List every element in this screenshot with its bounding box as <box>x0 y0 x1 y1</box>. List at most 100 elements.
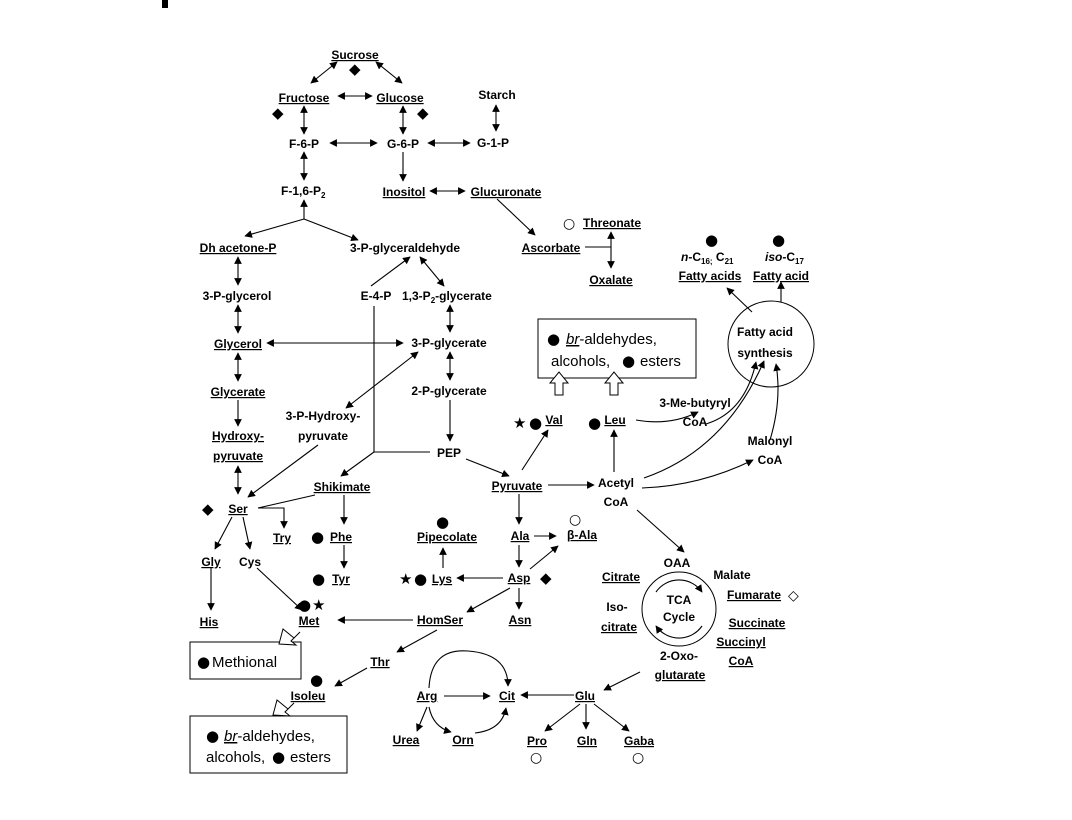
box-br-top-esters: esters <box>640 353 681 370</box>
node-dhap: Dh acetone-P <box>200 241 277 255</box>
edge-glu-pro <box>544 703 581 732</box>
node-isoleu: Isoleu <box>291 689 326 703</box>
edge-e4p-g3pald <box>370 256 411 287</box>
node-ser: Ser <box>228 502 248 516</box>
node-gly: Gly <box>201 555 221 569</box>
marker-br-bot-dot: ● <box>206 727 219 745</box>
node-glu: Glu <box>575 689 595 703</box>
node-pro: Pro <box>527 734 547 748</box>
node-nc16-c21: n-C16; C21 <box>681 250 734 266</box>
node-phe: Phe <box>330 530 352 544</box>
node-gln: Gln <box>577 734 597 748</box>
node-g1p: G-1-P <box>477 136 509 150</box>
marker-threonate-open-circle: ○ <box>563 216 575 232</box>
box-br-aldehydes-bottom <box>189 715 348 774</box>
node-tyr: Tyr <box>332 572 350 586</box>
box-br-top-alcohols: alcohols, <box>551 353 610 370</box>
product-boxes <box>189 318 697 774</box>
corner-mark <box>162 0 168 8</box>
node-threonate: Threonate <box>583 216 641 230</box>
marker-fumarate-open-diamond: ◇ <box>788 588 799 604</box>
edge-arg-orn <box>428 706 452 734</box>
node-labels: Sucrose Fructose Glucose Starch F-6-P G-… <box>200 48 809 748</box>
node-urea: Urea <box>393 733 420 747</box>
node-glucuronate: Glucuronate <box>471 185 542 199</box>
box-methional-text: Methional <box>212 654 277 671</box>
node-arg: Arg <box>417 689 438 703</box>
tca-arrow-lower <box>655 625 703 639</box>
node-thr: Thr <box>370 655 390 669</box>
edge-leu-mebutcoa <box>635 411 699 423</box>
marker-val-dot: ● <box>529 414 542 432</box>
edge-ser-gly <box>214 516 233 550</box>
node-gaba: Gaba <box>624 734 654 748</box>
edge-thr-isoleu <box>334 667 368 687</box>
marker-nc16-dot: ● <box>705 231 718 249</box>
marker-met-star: ★ <box>312 596 325 614</box>
edge-mebutcoa-fas <box>705 361 759 425</box>
edge-p3glycerate-p3hp <box>345 351 419 409</box>
node-acetylcoa-line2: CoA <box>604 495 629 509</box>
node-asn: Asn <box>509 613 532 627</box>
node-p2glycerate: 2-P-glycerate <box>411 384 487 398</box>
node-inositol: Inositol <box>383 185 426 199</box>
marker-br-top-dot2: ● <box>622 352 635 370</box>
node-fructose: Fructose <box>279 91 330 105</box>
node-malate: Malate <box>713 568 751 582</box>
node-sucrose: Sucrose <box>331 48 379 62</box>
tca-outer-ring <box>641 571 717 647</box>
hollow-arrow-isoleu <box>272 699 295 717</box>
edge-acetylcoa-fas <box>643 360 765 479</box>
markers: ◆ ◆ ◆ ○ ● ● ★ ● ● ◆ ● ● ● ○ ★ ● ◆ ● ★ ● … <box>202 60 799 766</box>
edge-fas-fattyacids <box>726 287 753 313</box>
node-mebutcoa-line2: CoA <box>683 415 708 429</box>
node-hydroxypyruvate-line1: Hydroxy- <box>212 429 264 443</box>
marker-sucrose-diamond: ◆ <box>349 60 361 78</box>
tca-arrow-upper <box>655 579 703 593</box>
marker-phe-dot: ● <box>311 528 324 546</box>
edge-acetylcoa-oaa <box>636 509 685 553</box>
node-pyruvate: Pyruvate <box>492 479 543 493</box>
marker-pro-open-circle: ○ <box>530 750 542 766</box>
node-cit: Cit <box>499 689 515 703</box>
node-g3pald: 3-P-glyceraldehyde <box>350 241 460 255</box>
hollow-arrow-met <box>278 628 301 646</box>
node-isocitrate-line2: citrate <box>601 620 637 634</box>
node-val: Val <box>545 413 562 427</box>
node-pep: PEP <box>437 446 461 460</box>
edge-shikimate-ser <box>257 494 316 509</box>
edge-bpg-g3pald <box>419 256 445 287</box>
edge-malonylcoa-fas <box>769 363 781 441</box>
edge-homser-thr <box>396 629 438 653</box>
edge-cycle-arc <box>428 650 512 689</box>
node-p3hp-line1: 3-P-Hydroxy- <box>286 409 361 423</box>
edge-pep-shikimate <box>340 451 375 477</box>
node-fumarate: Fumarate <box>727 588 781 602</box>
box-br-top-line1: br-aldehydes, <box>566 331 657 348</box>
edge-pep-pyruvate <box>465 458 510 478</box>
node-ascorbate: Ascorbate <box>522 241 581 255</box>
marker-fructose-diamond: ◆ <box>272 104 284 122</box>
marker-iso-dot: ● <box>772 231 785 249</box>
edge-ser-try <box>258 507 288 529</box>
edge-asp-bala <box>529 545 559 570</box>
node-oxoglutarate-line1: 2-Oxo- <box>660 649 698 663</box>
node-malonylcoa-line1: Malonyl <box>748 434 793 448</box>
edge-split-dhap <box>244 218 305 238</box>
node-p3glycerate: 3-P-glycerate <box>411 336 487 350</box>
node-fas-line1: Fatty acid <box>737 325 793 339</box>
node-acetylcoa-line1: Acetyl <box>598 476 634 490</box>
marker-tyr-dot: ● <box>312 570 325 588</box>
edge-arg-urea <box>416 706 428 732</box>
marker-isoleu-dot: ● <box>310 671 323 689</box>
edge-glucuronate-ascorbate <box>496 198 536 236</box>
node-cys: Cys <box>239 555 261 569</box>
node-glycerate: Glycerate <box>211 385 266 399</box>
marker-asp-diamond: ◆ <box>540 569 552 587</box>
node-e4p: E-4-P <box>361 289 392 303</box>
node-met: Met <box>299 614 320 628</box>
edge-ser-cys <box>242 516 253 550</box>
node-succinylcoa-line2: CoA <box>729 654 754 668</box>
node-fas-line2: synthesis <box>737 346 793 360</box>
